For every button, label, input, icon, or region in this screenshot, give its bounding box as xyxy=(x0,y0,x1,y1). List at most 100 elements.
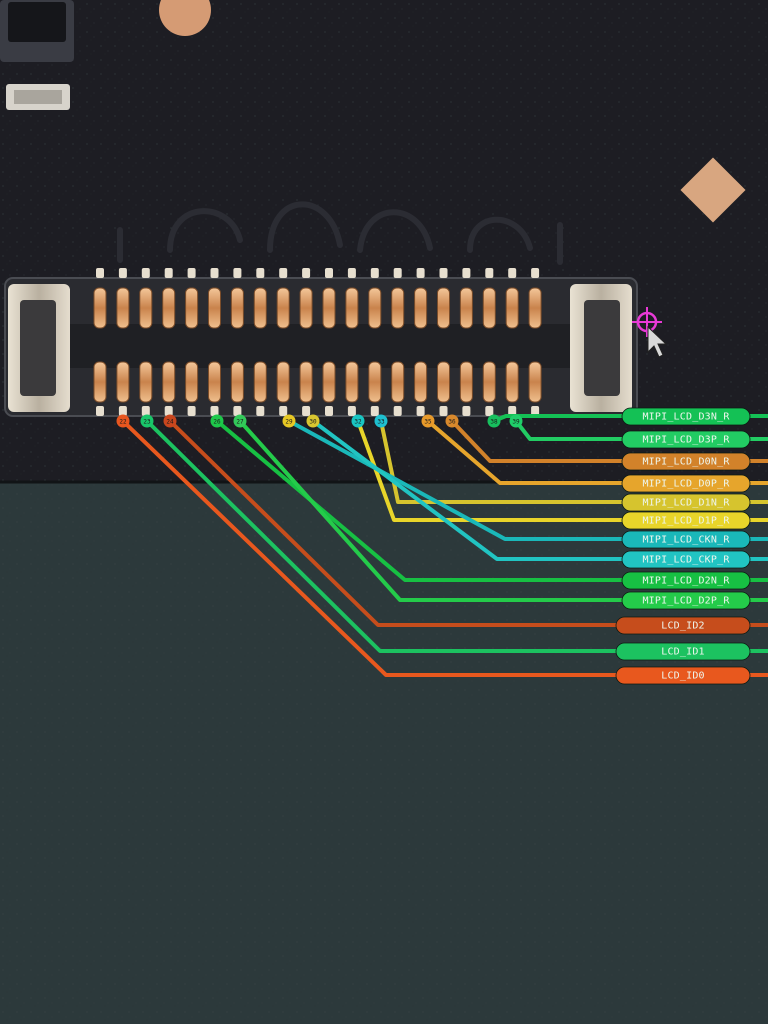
connector-pin xyxy=(345,287,359,329)
connector-pin-cap xyxy=(302,268,311,278)
svg-text:MIPI_LCD_D2N_R: MIPI_LCD_D2N_R xyxy=(642,576,730,587)
connector-pin-cap xyxy=(233,268,242,278)
connector-pin xyxy=(437,361,450,403)
net-label-mipi-lcd-d0n-r[interactable]: MIPI_LCD_D0N_R xyxy=(621,452,751,471)
connector-pin-cap xyxy=(256,268,265,278)
connector-shell-right-cavity xyxy=(584,300,620,396)
pin-number: 32 xyxy=(354,419,362,426)
net-label-mipi-lcd-ckn-r[interactable]: MIPI_LCD_CKN_R xyxy=(621,530,751,549)
pin-pad[interactable]: 39 xyxy=(509,414,523,428)
net-label-lcd-id0[interactable]: LCD_ID0 xyxy=(615,666,751,685)
connector-pin xyxy=(185,287,199,329)
connector-pin-cap xyxy=(439,406,448,416)
svg-text:MIPI_LCD_D0P_R: MIPI_LCD_D0P_R xyxy=(642,479,730,490)
pin-pad[interactable]: 36 xyxy=(445,414,459,428)
connector-top-pins xyxy=(93,268,542,329)
net-label-mipi-lcd-d3p-r[interactable]: MIPI_LCD_D3P_R xyxy=(621,430,751,449)
connector-pin xyxy=(414,361,428,403)
connector-pin-cap xyxy=(508,268,517,278)
svg-text:LCD_ID0: LCD_ID0 xyxy=(661,671,705,682)
pin-pad[interactable]: 26 xyxy=(210,414,224,428)
svg-text:MIPI_LCD_D1P_R: MIPI_LCD_D1P_R xyxy=(642,516,730,527)
connector-pin xyxy=(208,287,221,329)
connector-pin-cap xyxy=(164,406,173,416)
pin-number: 27 xyxy=(236,419,244,426)
connector-pin-cap xyxy=(210,406,219,416)
connector-pin xyxy=(482,287,496,329)
connector-pin-cap xyxy=(96,268,104,278)
net-label-lcd-id1[interactable]: LCD_ID1 xyxy=(615,642,751,661)
connector-pin xyxy=(253,361,267,403)
mouse-pointer-icon xyxy=(647,325,668,358)
connector-pin-cap xyxy=(485,406,494,416)
top-left-component xyxy=(0,0,74,110)
connector-pin-cap xyxy=(508,406,517,416)
connector-pin xyxy=(368,287,382,329)
pin-number: 29 xyxy=(285,419,293,426)
connector-pin-cap xyxy=(462,406,471,416)
connector-pin-cap xyxy=(118,406,127,416)
copper-pad-round xyxy=(159,0,211,36)
connector-pin xyxy=(116,287,130,329)
net-label-mipi-lcd-d1p-r[interactable]: MIPI_LCD_D1P_R xyxy=(621,511,751,530)
net-label-mipi-lcd-d0p-r[interactable]: MIPI_LCD_D0P_R xyxy=(621,474,751,493)
pin-number: 24 xyxy=(166,419,174,426)
connector-pin xyxy=(414,287,428,329)
connector-pin xyxy=(208,361,221,403)
connector-pin xyxy=(437,287,450,329)
net-label-mipi-lcd-d2p-r[interactable]: MIPI_LCD_D2P_R xyxy=(621,591,751,610)
connector-pin-cap xyxy=(393,406,402,416)
connector-pin-cap xyxy=(462,268,471,278)
connector-pin-cap xyxy=(531,406,540,416)
svg-text:LCD_ID1: LCD_ID1 xyxy=(661,647,705,658)
crosshair-cursor-icon xyxy=(632,307,662,337)
net-label-mipi-lcd-d3n-r[interactable]: MIPI_LCD_D3N_R xyxy=(621,407,751,426)
connector-pin-cap xyxy=(164,268,173,278)
pin-pad[interactable]: 29 xyxy=(282,414,296,428)
connector-pin xyxy=(116,361,130,403)
svg-text:MIPI_LCD_D3N_R: MIPI_LCD_D3N_R xyxy=(642,412,730,423)
svg-text:MIPI_LCD_D1N_R: MIPI_LCD_D1N_R xyxy=(642,498,730,509)
pin-pad[interactable]: 27 xyxy=(233,414,247,428)
pin-pad[interactable]: 32 xyxy=(351,414,365,428)
pin-pad[interactable]: 38 xyxy=(487,414,501,428)
pin-pad[interactable]: 23 xyxy=(140,414,154,428)
pin-pad[interactable]: 33 xyxy=(374,414,388,428)
net-label-mipi-lcd-d1n-r[interactable]: MIPI_LCD_D1N_R xyxy=(621,493,751,512)
net-label-mipi-lcd-ckp-r[interactable]: MIPI_LCD_CKP_R xyxy=(621,550,751,569)
svg-text:MIPI_LCD_D3P_R: MIPI_LCD_D3P_R xyxy=(642,435,730,446)
pin-number: 22 xyxy=(119,419,127,426)
connector-pin-cap xyxy=(256,406,265,416)
svg-text:MIPI_LCD_CKN_R: MIPI_LCD_CKN_R xyxy=(642,535,730,546)
pin-pad[interactable]: 30 xyxy=(306,414,320,428)
connector-pin xyxy=(391,287,405,329)
connector-pin-cap xyxy=(531,268,540,278)
connector-pin-cap xyxy=(325,268,333,278)
silkscreen-outlines xyxy=(117,201,563,265)
connector-pin-cap xyxy=(416,268,425,278)
connector-pin-cap xyxy=(279,406,288,416)
board-to-board-connector[interactable] xyxy=(4,268,638,417)
connector-pin xyxy=(185,361,199,403)
pin-pad[interactable]: 24 xyxy=(163,414,177,428)
connector-pin xyxy=(230,287,244,329)
svg-text:MIPI_LCD_D2P_R: MIPI_LCD_D2P_R xyxy=(642,596,730,607)
connector-pin-cap xyxy=(393,268,402,278)
connector-pin-cap xyxy=(439,268,448,278)
pin-pad[interactable]: 22 xyxy=(116,414,130,428)
net-label-mipi-lcd-d2n-r[interactable]: MIPI_LCD_D2N_R xyxy=(621,571,751,590)
pin-pad[interactable]: 35 xyxy=(421,414,435,428)
connector-pin xyxy=(459,361,473,403)
connector-pin-cap xyxy=(302,406,311,416)
connector-pin xyxy=(93,287,107,329)
connector-pin-cap xyxy=(96,406,104,416)
connector-pin xyxy=(391,361,405,403)
pin-number: 26 xyxy=(213,419,221,426)
pin-number: 36 xyxy=(448,419,456,426)
connector-pin xyxy=(368,361,382,403)
connector-pin-cap xyxy=(279,268,288,278)
connector-pin-cap xyxy=(141,406,150,416)
net-label-lcd-id2[interactable]: LCD_ID2 xyxy=(615,616,751,635)
svg-text:LCD_ID2: LCD_ID2 xyxy=(661,621,705,632)
